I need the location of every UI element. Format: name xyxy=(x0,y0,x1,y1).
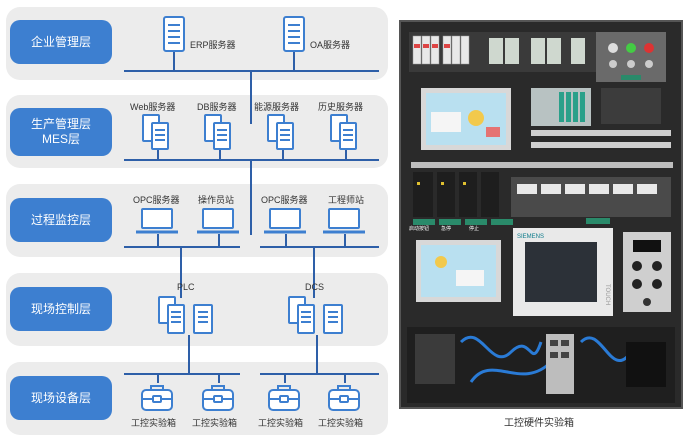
history-server-label: 历史服务器 xyxy=(318,102,364,112)
connector-line xyxy=(284,373,286,383)
connector-line xyxy=(218,373,220,383)
screen-brand-text: SIEMENS xyxy=(517,234,544,240)
layer-label-production-text: 生产管理层 MES层 xyxy=(30,117,91,146)
connector-line xyxy=(173,52,175,70)
server-stack-icon xyxy=(204,114,232,150)
laptop-icon xyxy=(136,208,178,234)
photo-caption: 工控硬件实验箱 xyxy=(504,418,574,429)
layer-label-production: 生产管理层 MES层 xyxy=(10,108,112,156)
connector-line xyxy=(293,52,295,70)
tag-start: 启动按钮 xyxy=(409,225,429,232)
toolbox-icon xyxy=(328,383,360,411)
energy-server-label: 能源服务器 xyxy=(254,102,300,112)
laptop-icon xyxy=(197,208,239,234)
erp-server-label: ERP服务器 xyxy=(190,40,236,50)
operator-station-label: 操作员站 xyxy=(198,195,235,205)
network-bus-field-left xyxy=(124,373,240,375)
connector-line xyxy=(250,70,252,124)
hardware-panel-photo: SIEMENS TOUCH 启动按钮 急停 停止 xyxy=(399,20,683,409)
layer-label-enterprise: 企业管理层 xyxy=(10,20,112,64)
device-label-2: 工控实验箱 xyxy=(192,418,238,428)
connector-line xyxy=(282,150,284,159)
device-label-3: 工控实验箱 xyxy=(258,418,304,428)
dcs-label: DCS xyxy=(305,282,325,292)
laptop-icon xyxy=(264,208,306,234)
layer-label-process: 过程监控层 xyxy=(10,198,112,242)
connector-line xyxy=(313,246,315,298)
network-bus-process-right xyxy=(260,246,379,248)
connector-line xyxy=(345,150,347,159)
connector-line xyxy=(157,373,159,383)
engineer-station-label: 工程师站 xyxy=(328,195,365,205)
opc-server-label-2: OPC服务器 xyxy=(261,195,308,205)
device-label-4: 工控实验箱 xyxy=(318,418,364,428)
controller-stack-icon xyxy=(158,296,214,336)
server-stack-icon xyxy=(267,114,295,150)
connector-line xyxy=(285,234,287,246)
tag-stop: 停止 xyxy=(469,225,479,232)
web-server-label: Web服务器 xyxy=(130,102,176,112)
toolbox-icon xyxy=(202,383,234,411)
connector-line xyxy=(219,150,221,159)
connector-line xyxy=(316,335,318,373)
touch-label-text: TOUCH xyxy=(604,284,610,305)
toolbox-icon xyxy=(141,383,173,411)
layer-label-control: 现场控制层 xyxy=(10,287,112,331)
server-stack-icon xyxy=(142,114,170,150)
laptop-icon xyxy=(323,208,365,234)
tag-estop: 急停 xyxy=(441,225,451,232)
device-label-1: 工控实验箱 xyxy=(131,418,177,428)
connector-line xyxy=(250,159,252,235)
server-icon xyxy=(283,16,305,52)
server-icon xyxy=(163,16,185,52)
layer-label-field: 现场设备层 xyxy=(10,376,112,420)
connector-line xyxy=(188,335,190,373)
network-bus-enterprise xyxy=(124,70,379,72)
connector-line xyxy=(344,373,346,383)
opc-server-label-1: OPC服务器 xyxy=(133,195,180,205)
network-bus-production xyxy=(124,159,379,161)
network-bus-process-left xyxy=(124,246,240,248)
controller-stack-icon xyxy=(288,296,344,336)
connector-line xyxy=(218,234,220,246)
network-bus-field-right xyxy=(260,373,379,375)
server-stack-icon xyxy=(330,114,358,150)
oa-server-label: OA服务器 xyxy=(310,40,351,50)
connector-line xyxy=(157,150,159,159)
connector-line xyxy=(180,246,182,298)
plc-label: PLC xyxy=(177,282,195,292)
db-server-label: DB服务器 xyxy=(197,102,237,112)
connector-line xyxy=(157,234,159,246)
connector-line xyxy=(344,234,346,246)
toolbox-icon xyxy=(268,383,300,411)
